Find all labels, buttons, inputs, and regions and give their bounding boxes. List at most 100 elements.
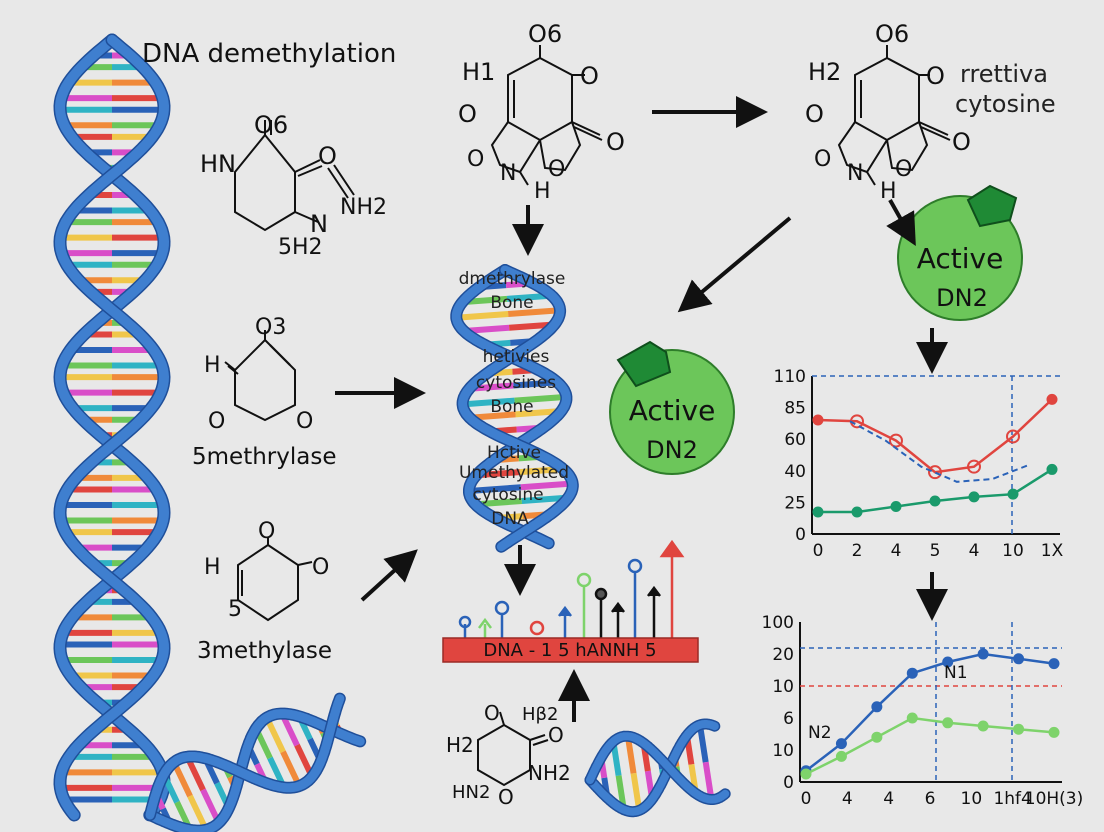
- active-label: Active: [917, 242, 1004, 275]
- atom-label: NH2: [528, 761, 571, 785]
- enzyme-blob-icon: [966, 184, 1018, 228]
- backbone-strand: [586, 720, 719, 816]
- atom-label: O6: [254, 111, 288, 139]
- data-point: [1007, 488, 1019, 500]
- atom-label: O: [312, 555, 329, 580]
- atom-label: 5H2: [278, 235, 323, 260]
- helix-label: cytosines: [476, 373, 556, 393]
- base-pair-rung: [468, 484, 522, 495]
- y-tick-label: 20: [772, 645, 794, 665]
- enzyme-blob-icon: [616, 340, 672, 388]
- active-label: Active: [629, 394, 716, 427]
- data-point: [890, 501, 902, 513]
- data-point: [851, 506, 863, 518]
- x-tick-label: 10H(3): [1025, 789, 1084, 809]
- base-pair-rung: [187, 794, 209, 832]
- y-tick-label: 10: [772, 677, 794, 697]
- data-point: [800, 768, 812, 780]
- atom-label: O: [484, 701, 500, 725]
- y-tick-label: 0: [795, 525, 806, 545]
- molecule-5: [837, 45, 951, 186]
- data-point: [1048, 726, 1060, 738]
- molecule-1: [234, 120, 355, 232]
- data-point: [1046, 463, 1058, 475]
- helix-label: Umethylated: [459, 463, 569, 483]
- base-pair-rung: [456, 311, 509, 321]
- data-point: [871, 731, 883, 743]
- dna-double-helix-left: [53, 33, 171, 822]
- data-point: [929, 495, 941, 507]
- x-tick-label: 0: [801, 789, 812, 809]
- atom-label: O: [805, 100, 824, 128]
- backbone-outline: [53, 33, 171, 822]
- data-point: [1046, 393, 1058, 405]
- atom-label: O: [458, 100, 477, 128]
- helix-label: DNA: [491, 509, 529, 529]
- atom-label: HN: [200, 150, 236, 178]
- y-tick-label: 0: [783, 773, 794, 793]
- x-tick-label: 1hf4: [993, 789, 1031, 809]
- x-tick-label: 4: [969, 541, 980, 561]
- molecule-3: [237, 538, 313, 622]
- base-pair-rung: [624, 735, 637, 774]
- arrow-diagonal-icon: [886, 199, 916, 246]
- atom-label: O: [926, 62, 945, 90]
- atom-label: O6: [528, 20, 562, 48]
- methylation-lollipops: [458, 539, 685, 638]
- atom-label: H: [880, 179, 897, 204]
- data-point: [906, 712, 918, 724]
- helix-label: Hctive: [487, 443, 541, 463]
- atom-label: N: [847, 161, 863, 186]
- arrow-diagonal-icon: [360, 549, 418, 602]
- y-tick-label: 110: [774, 367, 806, 387]
- base-pair-rung: [696, 724, 709, 763]
- active-enzyme-2: Active DN2: [897, 184, 1023, 321]
- backbone-strand: [451, 265, 571, 548]
- data-point: [942, 656, 954, 668]
- base-pair-rung: [264, 716, 286, 754]
- x-tick-label: 10: [961, 789, 983, 809]
- diagram-title: DNA demethylation: [142, 39, 396, 69]
- backbone-outline: [53, 33, 171, 822]
- data-point: [835, 750, 847, 762]
- y-tick-label: 10: [772, 741, 794, 761]
- x-tick-label: 0: [813, 541, 824, 561]
- data-point: [835, 738, 847, 750]
- series-line: [805, 716, 1055, 776]
- active-sublabel: DN2: [646, 436, 698, 464]
- atom-label: O: [814, 147, 831, 172]
- y-tick-label: 25: [784, 493, 806, 513]
- molecule-2: [224, 330, 296, 422]
- series-line: [817, 398, 1053, 474]
- base-pair-rung: [507, 307, 561, 317]
- helix-label: dmethrylase: [459, 269, 566, 289]
- data-point: [1048, 658, 1060, 670]
- atom-label: O6: [875, 20, 909, 48]
- atom-label: H2: [808, 58, 841, 86]
- data-point: [967, 459, 981, 474]
- data-point: [889, 433, 903, 448]
- dna-helix-small: [584, 718, 731, 818]
- molecule-caption: 5methrylase: [192, 444, 336, 470]
- helix-label: Bone: [490, 397, 533, 417]
- helix-label: hetivies: [483, 347, 550, 367]
- atom-label: O: [467, 147, 484, 172]
- atom-label: O: [296, 409, 313, 434]
- y-tick-label: 85: [784, 399, 806, 419]
- molecule-caption: 3methylase: [197, 638, 332, 664]
- active-enzyme-1: Active DN2: [609, 340, 735, 475]
- atom-label: O: [548, 157, 565, 182]
- backbone-strand: [54, 35, 170, 820]
- atom-label: H: [534, 179, 551, 204]
- data-point: [1013, 723, 1025, 735]
- data-point: [906, 667, 918, 679]
- data-point: [1006, 429, 1020, 444]
- base-pair-rung: [702, 761, 715, 800]
- flow-arrows: [335, 96, 948, 722]
- atom-label: O: [318, 142, 337, 170]
- trend-curve: [849, 420, 1029, 483]
- atom-label: NH2: [340, 195, 387, 220]
- data-point: [928, 465, 942, 480]
